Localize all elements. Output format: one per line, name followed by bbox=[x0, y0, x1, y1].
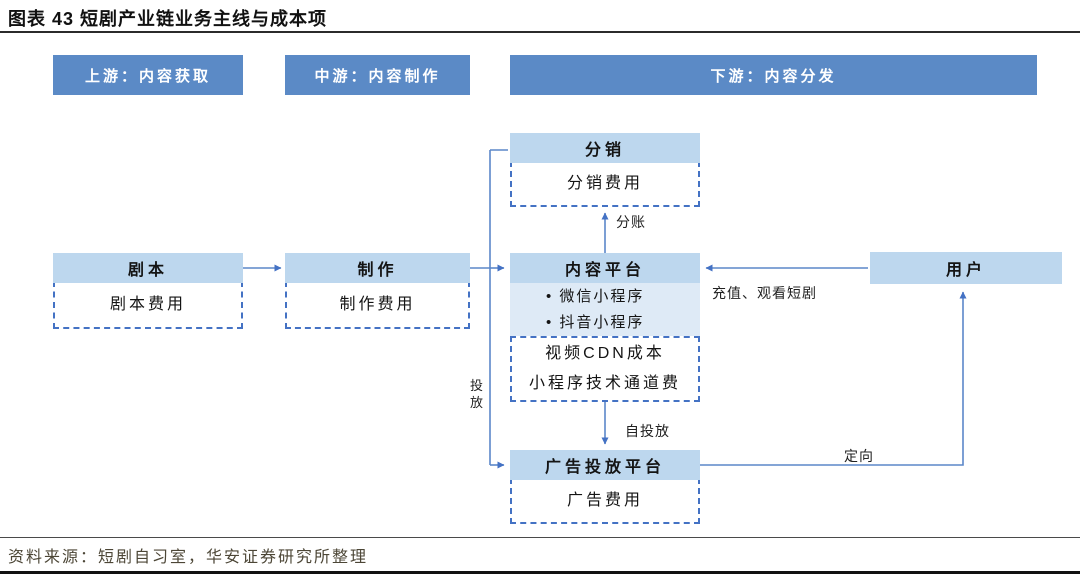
node-content-platform: 内容平台 bbox=[510, 253, 700, 283]
stage-header-upstream: 上游：内容获取 bbox=[53, 55, 243, 95]
cost-distribution-label: 分销费用 bbox=[566, 175, 643, 192]
cost-ad-platform: 广告费用 bbox=[510, 478, 700, 524]
cost-cdn-label: 视频CDN成本 bbox=[545, 345, 665, 362]
content-platform-bullets: • 微信小程序 • 抖音小程序 bbox=[510, 283, 700, 336]
edge-label-revenue-split: 分账 bbox=[616, 214, 646, 230]
source-divider bbox=[0, 537, 1080, 538]
title-divider bbox=[0, 31, 1080, 33]
cost-content-platform: 视频CDN成本 小程序技术通道费 bbox=[510, 336, 700, 402]
bullet-wechat-miniprogram: • 微信小程序 bbox=[546, 287, 645, 305]
edge-label-ad-placement: 投放 bbox=[470, 378, 485, 410]
node-user: 用户 bbox=[870, 252, 1062, 284]
stage-header-downstream: 下游：内容分发 bbox=[510, 55, 1037, 95]
bullet-douyin-miniprogram: • 抖音小程序 bbox=[546, 313, 645, 331]
node-ad-platform: 广告投放平台 bbox=[510, 450, 700, 480]
cost-script-label: 剧本费用 bbox=[109, 296, 186, 313]
cost-script: 剧本费用 bbox=[53, 281, 243, 329]
figure-title: 图表 43 短剧产业链业务主线与成本项 bbox=[8, 9, 328, 29]
source-text: 资料来源：短剧自习室，华安证券研究所整理 bbox=[8, 549, 369, 566]
stage-header-midstream: 中游：内容制作 bbox=[285, 55, 470, 95]
cost-channel-fee-label: 小程序技术通道费 bbox=[528, 375, 681, 392]
node-script: 剧本 bbox=[53, 253, 243, 283]
bottom-divider bbox=[0, 571, 1080, 574]
cost-distribution: 分销费用 bbox=[510, 161, 700, 207]
edge-label-recharge-watch: 充值、观看短剧 bbox=[712, 285, 817, 301]
edge-label-self-placement: 自投放 bbox=[625, 423, 670, 439]
cost-ad-label: 广告费用 bbox=[566, 492, 643, 509]
node-production: 制作 bbox=[285, 253, 470, 283]
edge-label-targeting: 定向 bbox=[844, 448, 874, 464]
cost-production: 制作费用 bbox=[285, 281, 470, 329]
node-distribution: 分销 bbox=[510, 133, 700, 163]
cost-production-label: 制作费用 bbox=[339, 296, 416, 313]
